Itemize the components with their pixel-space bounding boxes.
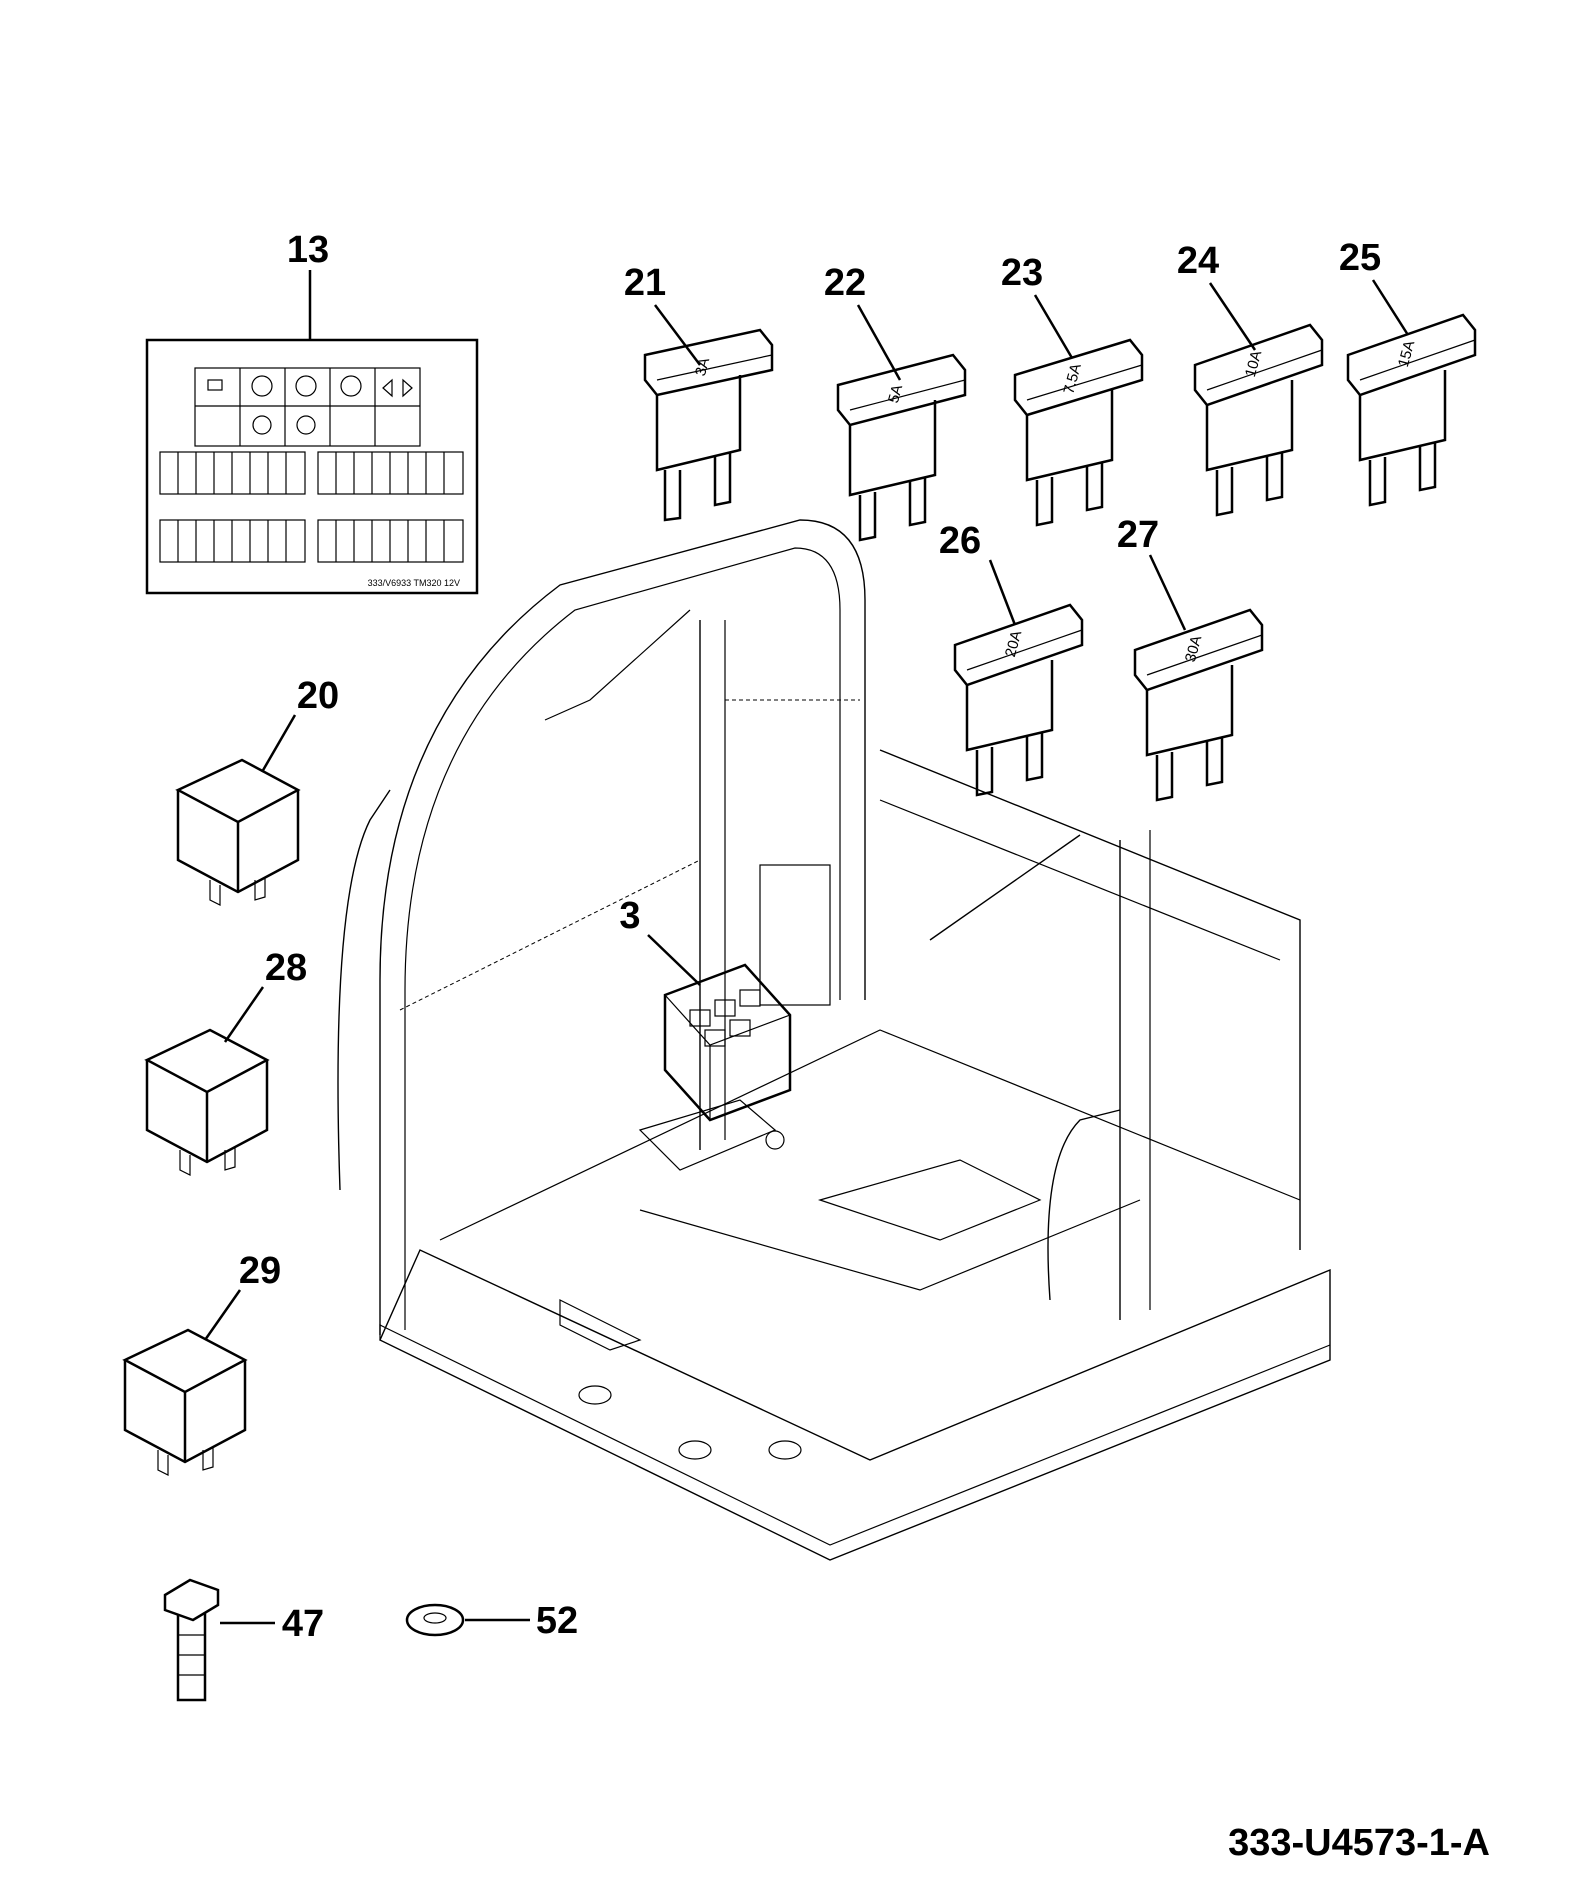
leader-lines <box>203 270 1410 1625</box>
fuse-22-rating: 5A <box>885 383 906 405</box>
callout-52: 52 <box>536 1600 578 1642</box>
callout-27: 27 <box>1117 514 1159 556</box>
callout-26: 26 <box>939 520 981 562</box>
relay-28 <box>144 1028 270 1176</box>
callout-labels: 13 21 22 23 24 25 26 27 20 28 29 3 47 52 <box>239 229 1381 1645</box>
bolt <box>163 1578 220 1702</box>
callout-24: 24 <box>1177 240 1219 282</box>
callout-25: 25 <box>1339 237 1381 279</box>
callout-47: 47 <box>282 1603 324 1645</box>
callout-3: 3 <box>619 895 640 937</box>
fuse-box-assembly <box>638 963 792 1171</box>
fuse-decal: 333/V6933 TM320 12V <box>145 338 479 595</box>
fuse-24-rating: 10A <box>1242 349 1265 379</box>
fuse-23-rating: 7.5A <box>1060 362 1084 396</box>
callout-13: 13 <box>287 229 329 271</box>
drawing-number: 333-U4573-1-A <box>1228 1822 1490 1864</box>
decal-footer-text: 333/V6933 TM320 12V <box>368 578 460 588</box>
callout-29: 29 <box>239 1250 281 1292</box>
fuse-25-rating: 15A <box>1395 339 1418 369</box>
fuse-24: 10A <box>1193 323 1324 517</box>
washer <box>405 1603 465 1637</box>
fuse-23: 7.5A <box>1013 338 1144 527</box>
fuse-25: 15A <box>1346 313 1477 507</box>
callout-28: 28 <box>265 947 307 989</box>
fuse-27-rating: 30A <box>1182 634 1205 664</box>
callout-22: 22 <box>824 262 866 304</box>
callout-21: 21 <box>624 262 666 304</box>
callout-20: 20 <box>297 675 339 717</box>
fuse-27: 30A <box>1133 608 1264 802</box>
callout-23: 23 <box>1001 252 1043 294</box>
fuse-21: 3A <box>643 328 774 522</box>
relay-29 <box>122 1328 248 1476</box>
fuse-26-rating: 20A <box>1002 629 1025 659</box>
relay-20 <box>175 758 301 906</box>
cab-frame <box>337 519 1331 1561</box>
fuse-22: 5A <box>836 353 967 542</box>
fuse-26: 20A <box>953 603 1084 797</box>
